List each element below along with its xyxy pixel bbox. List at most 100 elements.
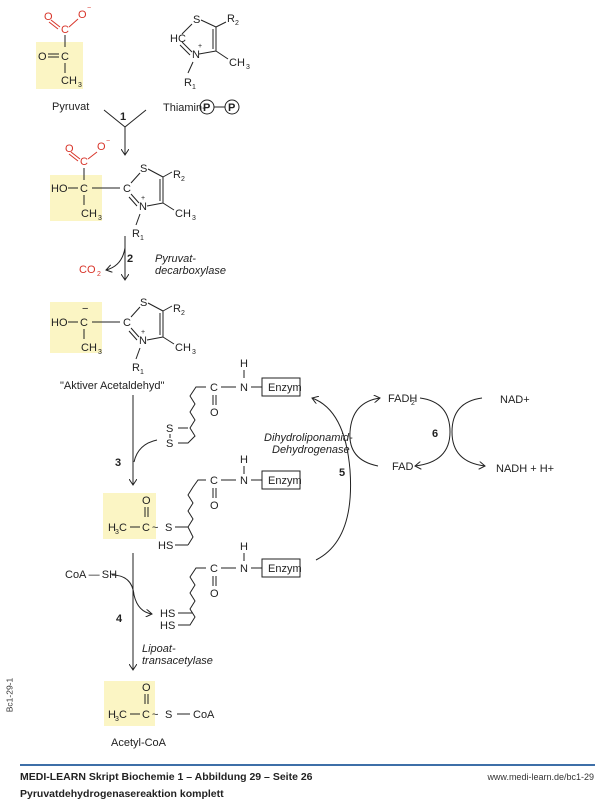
svg-text:+: + [141, 195, 145, 202]
svg-text:C: C [142, 522, 150, 534]
svg-text:CH: CH [175, 342, 191, 354]
thiamine-molecule: S HC N + R 2 CH 3 R 1 Thiamin- P P [163, 13, 250, 115]
svg-text:1: 1 [140, 235, 144, 242]
svg-text:−: − [106, 138, 110, 145]
step-number: 3 [115, 457, 121, 469]
svg-text:3: 3 [115, 716, 119, 723]
step-4-arrow: CoA — SH 4 Lipoat- transacetylase [65, 553, 213, 670]
atom-hc: HC [170, 33, 186, 45]
svg-text:HO: HO [51, 183, 68, 195]
label-co2: CO [79, 264, 96, 276]
svg-text:CH: CH [81, 208, 97, 220]
highlight-box [50, 302, 102, 353]
svg-text:C: C [210, 475, 218, 487]
svg-text:+: + [198, 43, 202, 50]
enzyme-label: Pyruvat- [155, 253, 196, 265]
svg-text:H: H [240, 541, 248, 553]
lipoamide-oxidized: H C N Enzym O S S [166, 358, 302, 450]
svg-text:C: C [80, 156, 88, 168]
label-coa-sh: CoA — SH [65, 569, 117, 581]
label-fad: FAD [392, 461, 413, 473]
svg-text:H: H [240, 454, 248, 466]
highlight-box [36, 42, 83, 89]
svg-text:3: 3 [192, 215, 196, 222]
svg-text:R: R [132, 362, 140, 374]
footer-divider [20, 764, 595, 766]
svg-text:~: ~ [152, 522, 158, 534]
svg-text:S: S [166, 438, 173, 450]
svg-text:3: 3 [78, 82, 82, 89]
svg-text:Enzym: Enzym [268, 475, 302, 487]
enzyme-box [261, 470, 301, 490]
enzyme-box [261, 558, 301, 578]
svg-text:P: P [203, 102, 210, 114]
svg-text:N: N [240, 382, 248, 394]
step-5-arrow: Dihydroliponamid- Dehydrogenase 5 [264, 398, 353, 561]
step-1-arrow: 1 [103, 109, 147, 155]
svg-text:O: O [142, 495, 151, 507]
step-number: 2 [127, 253, 133, 265]
svg-text:C: C [123, 183, 131, 195]
phosphate-circle [224, 99, 240, 115]
atom-o: O [38, 51, 47, 63]
footer-caption: Pyruvatdehydrogenasereaktion komplett [20, 788, 224, 800]
svg-text:O: O [210, 500, 219, 512]
svg-text:C: C [210, 563, 218, 575]
svg-text:R: R [173, 169, 181, 181]
atom-r2: R [227, 13, 235, 25]
svg-text:O: O [97, 141, 106, 153]
svg-text:C: C [80, 183, 88, 195]
label-fadh2: FADH [388, 393, 417, 405]
label-thiamin: Thiamin- [163, 102, 206, 114]
svg-text:O: O [142, 682, 151, 694]
svg-text:Enzym: Enzym [268, 563, 302, 575]
enzyme-label: decarboxylase [155, 265, 226, 277]
footer-url[interactable]: www.medi-learn.de/bc1-29 [487, 772, 594, 782]
label-acetyl-coa: Acetyl-CoA [111, 737, 167, 749]
svg-text:C: C [123, 317, 131, 329]
figure-code: Bc1-29-1 [4, 677, 15, 713]
pathway-diagram: O O − C O C CH 3 Pyruvat S HC N + R 2 CH… [36, 5, 554, 749]
svg-text:H: H [108, 522, 116, 534]
svg-text:1: 1 [192, 84, 196, 91]
svg-text:3: 3 [115, 529, 119, 536]
footer-source: MEDI-LEARN Skript Biochemie 1 – Abbildun… [20, 771, 313, 783]
step-number: 1 [120, 111, 126, 123]
label-nadh: NADH + H+ [496, 463, 554, 475]
svg-text:3: 3 [246, 64, 250, 71]
atom-ch3: CH [229, 57, 245, 69]
svg-text:2: 2 [235, 20, 239, 27]
step-3-arrow: 3 [115, 395, 158, 485]
svg-text:S: S [166, 423, 173, 435]
svg-text:~: ~ [152, 709, 158, 721]
step-number: 5 [339, 467, 345, 479]
svg-text:S: S [140, 163, 147, 175]
svg-text:2: 2 [181, 310, 185, 317]
svg-text:2: 2 [181, 176, 185, 183]
atom-o: O [78, 9, 87, 21]
svg-text:HS: HS [158, 540, 173, 552]
enzyme-label: Lipoat- [142, 643, 176, 655]
svg-text:CH: CH [81, 342, 97, 354]
svg-text:−: − [82, 303, 88, 315]
svg-text:Enzym: Enzym [268, 382, 302, 394]
svg-text:1: 1 [140, 369, 144, 376]
enzyme-label: Dihydroliponamid- [264, 432, 353, 444]
enzyme-box [261, 377, 301, 397]
svg-text:P: P [228, 102, 235, 114]
svg-text:S: S [140, 297, 147, 309]
highlight-box [50, 175, 102, 221]
step-number: 4 [116, 613, 123, 625]
svg-text:CH: CH [175, 208, 191, 220]
svg-text:H: H [108, 709, 116, 721]
atom-s: S [193, 14, 200, 26]
svg-text:HO: HO [51, 317, 68, 329]
svg-text:H: H [240, 358, 248, 370]
svg-text:CoA: CoA [193, 709, 215, 721]
step-number: 6 [432, 428, 438, 440]
atom-n: N [192, 49, 200, 61]
atom-c: C [61, 51, 69, 63]
svg-text:O: O [65, 143, 74, 155]
svg-text:2: 2 [411, 400, 415, 407]
svg-text:C: C [119, 522, 127, 534]
